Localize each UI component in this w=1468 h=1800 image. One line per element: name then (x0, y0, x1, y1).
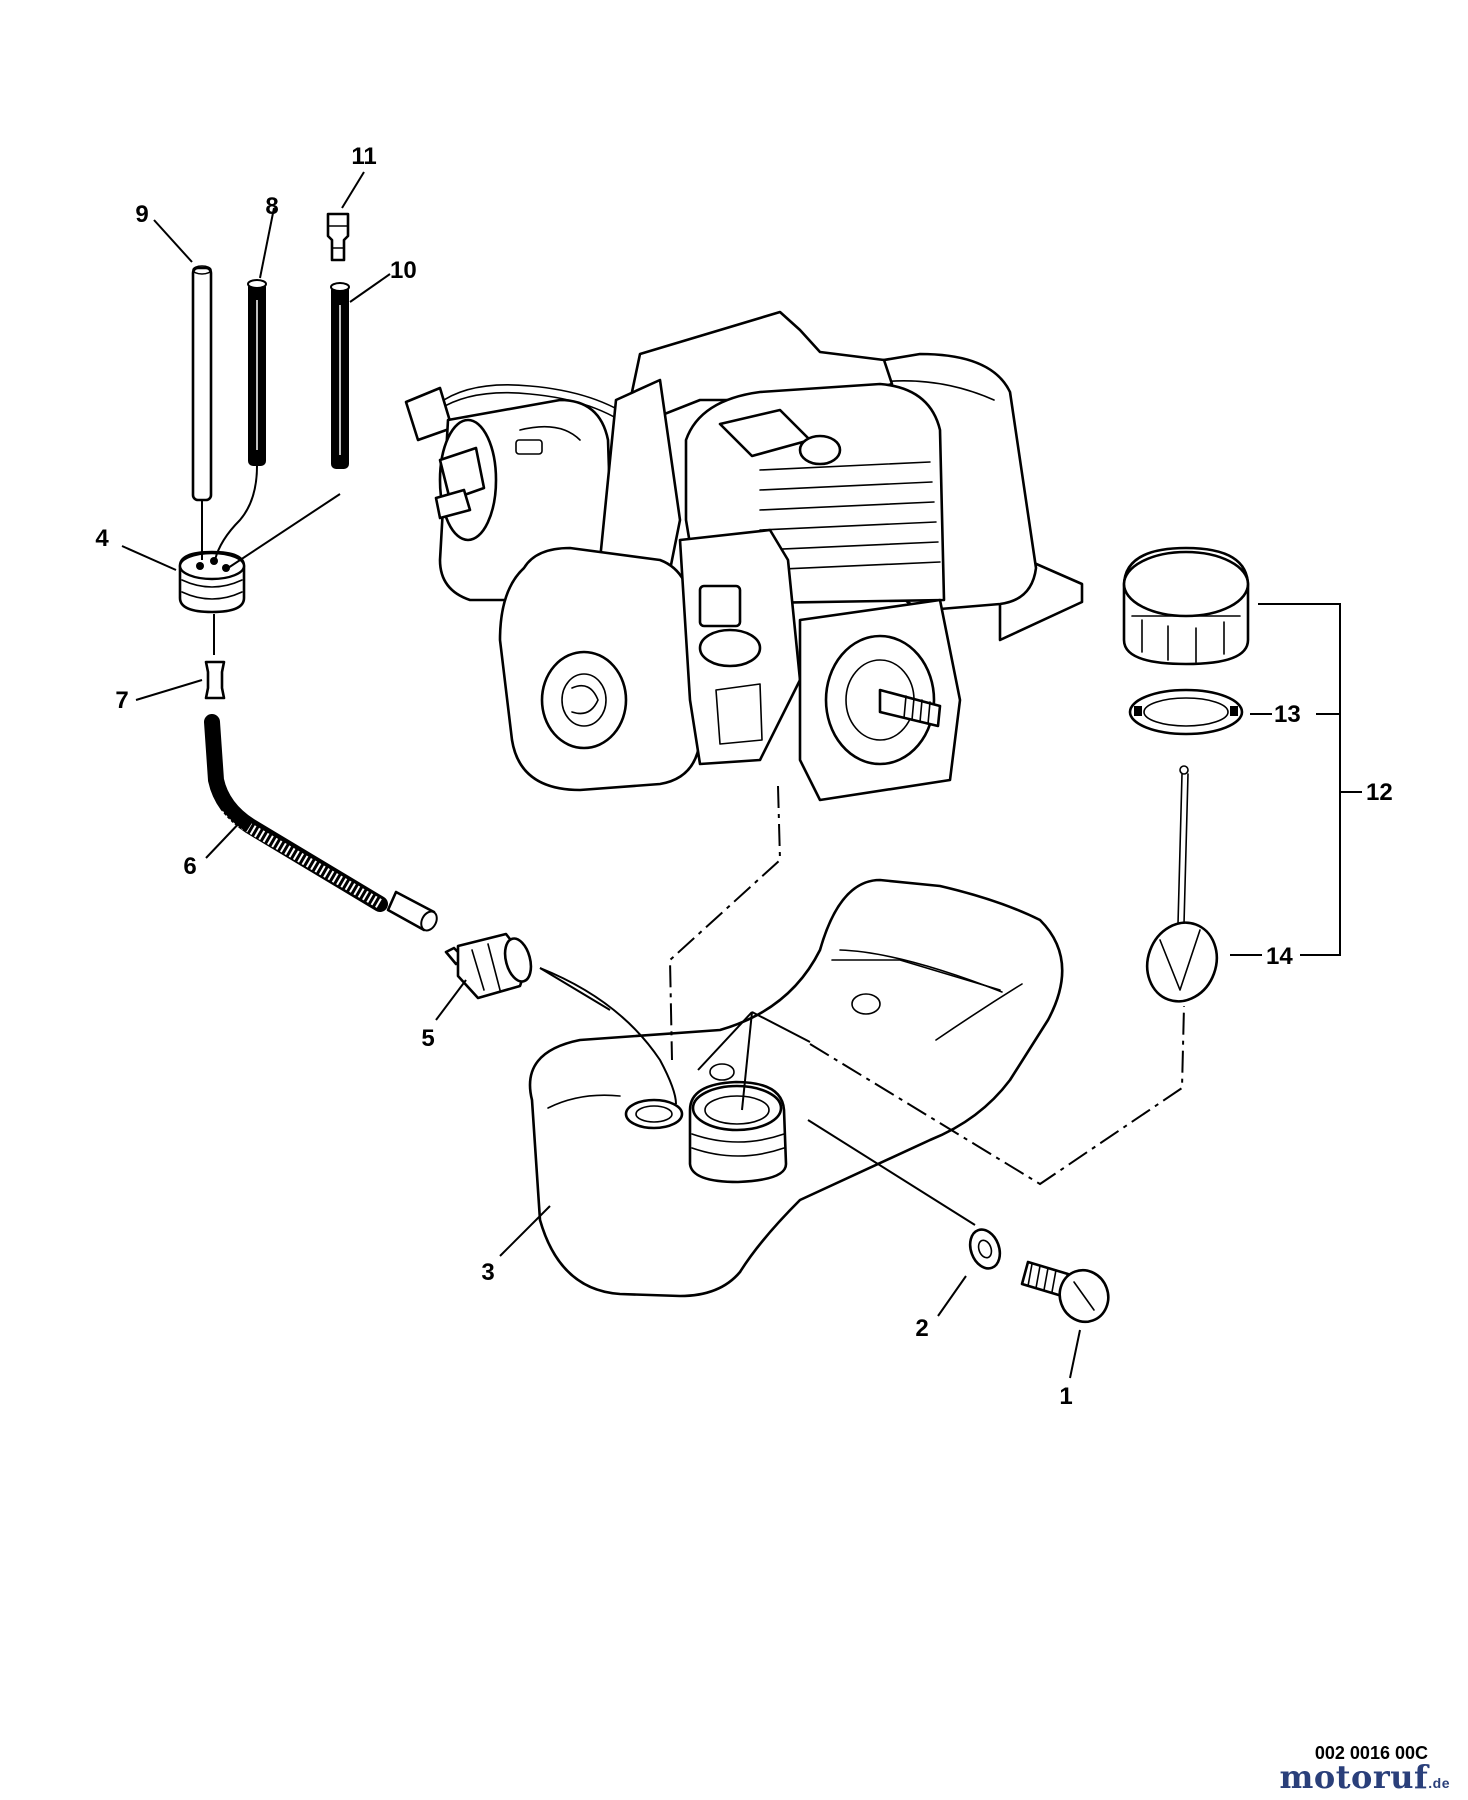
callout-8: 8 (265, 193, 278, 220)
tether-14 (1145, 765, 1219, 1003)
screw-1 (1020, 1260, 1110, 1324)
callout-12: 12 (1366, 779, 1393, 806)
callout-7: 7 (115, 687, 128, 714)
callout-10: 10 (390, 257, 417, 284)
drive-shaft-threads (903, 695, 931, 725)
fuel-filter-5 (444, 932, 533, 1000)
fuel-line-9 (191, 265, 213, 502)
grommet-4 (178, 550, 246, 614)
watermark-suffix: .de (1428, 1775, 1450, 1791)
callout-13: 13 (1274, 701, 1301, 728)
fuel-line-8 (247, 279, 267, 466)
diagram-code: 002 0016 00C (1314, 1743, 1428, 1763)
callout-14: 14 (1266, 943, 1293, 970)
washer-2 (968, 1228, 1002, 1270)
callout-4: 4 (95, 525, 109, 552)
callout-9: 9 (135, 201, 148, 228)
callout-5: 5 (421, 1025, 434, 1052)
watermark-logo: motoruf.de (1280, 1758, 1450, 1796)
callout-6: 6 (183, 853, 196, 880)
gasket-13 (1128, 688, 1244, 736)
fuel-tank-3 (528, 878, 1064, 1298)
watermark-text: motoruf (1279, 1758, 1429, 1796)
callout-2: 2 (915, 1315, 928, 1342)
callout-1: 1 (1059, 1383, 1072, 1410)
callout-3: 3 (481, 1259, 494, 1286)
fitting-11 (326, 212, 350, 262)
tank-cap-12 (1122, 546, 1250, 666)
callout-11: 11 (351, 143, 376, 170)
fitting-7 (204, 660, 226, 700)
callout-labels: 1 2 3 4 5 6 7 8 9 10 11 12 13 14 (95, 143, 1392, 1410)
engine-assembly (404, 310, 1084, 802)
fuel-hose-6 (204, 714, 438, 932)
fuel-line-10 (330, 282, 350, 469)
